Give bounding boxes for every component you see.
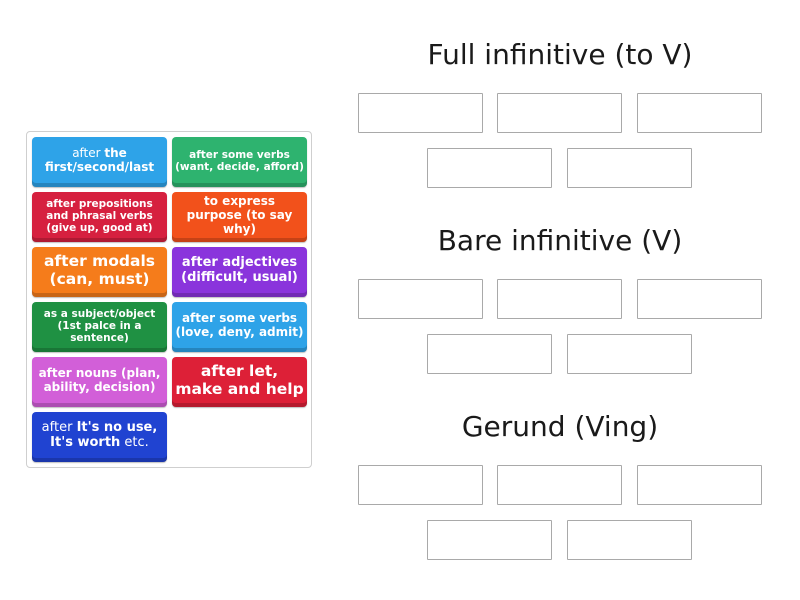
drop-slot[interactable]: [637, 93, 762, 133]
drop-slot[interactable]: [497, 93, 622, 133]
group-title-full-infinitive: Full infinitive (to V): [427, 38, 693, 71]
drop-slot[interactable]: [427, 520, 552, 560]
card-label: to express purpose (to say why): [186, 194, 293, 236]
card-after-modals[interactable]: after modals (can, must): [32, 247, 167, 297]
card-after-prepositions[interactable]: after prepositions and phrasal verbs (gi…: [32, 192, 167, 242]
group-title-gerund: Gerund (Ving): [461, 410, 659, 443]
card-label: after let, make and help: [175, 362, 304, 398]
drop-slot[interactable]: [567, 520, 692, 560]
card-label: as a subject/object (1st palce in a sent…: [43, 307, 156, 345]
drop-slot[interactable]: [358, 279, 483, 319]
card-after-nouns[interactable]: after nouns (plan, ability, decision): [32, 357, 167, 407]
card-after-let-make-help[interactable]: after let, make and help: [172, 357, 307, 407]
card-label: after the first/second/last: [44, 146, 155, 174]
card-after-the-first-second-last[interactable]: after the first/second/last: [32, 137, 167, 187]
card-label: after adjectives (difficult, usual): [181, 255, 298, 285]
card-label: after prepositions and phrasal verbs (gi…: [46, 197, 153, 235]
card-after-some-verbs-want[interactable]: after some verbs (want, decide, afford): [172, 137, 307, 187]
drop-slot[interactable]: [567, 148, 692, 188]
card-as-subject-object[interactable]: as a subject/object (1st palce in a sent…: [32, 302, 167, 352]
drop-slot[interactable]: [497, 279, 622, 319]
card-to-express-purpose[interactable]: to express purpose (to say why): [172, 192, 307, 242]
drop-slot[interactable]: [497, 465, 622, 505]
drop-slot[interactable]: [427, 148, 552, 188]
drop-slot[interactable]: [637, 279, 762, 319]
drop-slot[interactable]: [567, 334, 692, 374]
drop-slot[interactable]: [427, 334, 552, 374]
drop-slot[interactable]: [637, 465, 762, 505]
card-label: after modals (can, must): [43, 252, 156, 288]
drop-slot[interactable]: [358, 93, 483, 133]
card-label: after some verbs (want, decide, afford): [175, 148, 304, 173]
card-after-some-verbs-love[interactable]: after some verbs (love, deny, admit): [172, 302, 307, 352]
card-after-adjectives[interactable]: after adjectives (difficult, usual): [172, 247, 307, 297]
card-bank: after the first/second/last after some v…: [26, 131, 312, 468]
group-title-bare-infinitive: Bare infinitive (V): [437, 224, 683, 257]
card-label: after It's no use, It's worth etc.: [41, 420, 158, 450]
card-label: after some verbs (love, deny, admit): [175, 311, 304, 339]
card-after-its-no-use[interactable]: after It's no use, It's worth etc.: [32, 412, 167, 462]
card-label: after nouns (plan, ability, decision): [38, 366, 161, 394]
drop-slot[interactable]: [358, 465, 483, 505]
